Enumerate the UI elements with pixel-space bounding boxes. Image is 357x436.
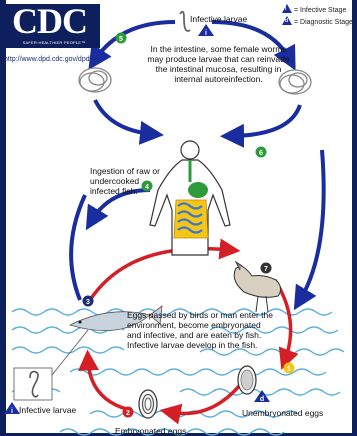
stage-marker-2: 2 (123, 407, 134, 418)
svg-text:d: d (260, 396, 264, 403)
label-intestine-autoinfection: In the intestine, some female worms may … (146, 44, 291, 84)
diagnostic-triangle-icon: d (282, 16, 292, 25)
stage-marker-5: 5 (116, 33, 127, 44)
svg-text:2: 2 (126, 410, 130, 417)
svg-text:6: 6 (259, 150, 263, 157)
stage-marker-3: 3 (83, 296, 94, 307)
legend-diagnostic-stage: d= Diagnostic Stage (282, 16, 353, 26)
label-embryonated-eggs: Embryonated eggs (115, 426, 186, 436)
embryonated-egg (139, 390, 157, 418)
legend-infective-stage: i= Infective Stage (282, 4, 346, 14)
stage-marker-1: 1 (284, 363, 295, 374)
svg-text:7: 7 (264, 266, 268, 273)
label-infective-larvae-bottom: Infective larvae (19, 405, 76, 415)
adult-worm-left (79, 68, 111, 92)
infective-larva-top (180, 12, 190, 31)
svg-text:3: 3 (86, 299, 90, 306)
label-eggs-passed: Eggs passed by birds or man enter the en… (127, 310, 277, 350)
label-infective-larvae-top: Infective larvae (190, 14, 247, 24)
svg-text:i: i (11, 408, 13, 415)
source-url: http://www.dpd.cdc.gov/dpdx (4, 56, 93, 63)
infective-stage-marker-bottom: i (4, 402, 20, 415)
svg-text:1: 1 (287, 366, 291, 373)
infective-stage-marker-top: i (198, 24, 214, 37)
unembryonated-egg (238, 366, 256, 394)
infective-triangle-icon: i (282, 4, 292, 13)
logo-text: CDC (12, 4, 96, 38)
stage-marker-6: 6 (256, 147, 267, 158)
label-ingestion: Ingestion of raw or undercooked infected… (90, 166, 160, 196)
logo-tagline: SAFER·HEALTHIER·PEOPLE™ (8, 40, 100, 45)
svg-text:i: i (205, 30, 207, 37)
svg-text:5: 5 (119, 36, 123, 43)
cdc-logo: CDC SAFER·HEALTHIER·PEOPLE™ (6, 4, 100, 48)
stage-marker-7: 7 (261, 263, 272, 274)
label-unembryonated-eggs: Unembryonated eggs (242, 408, 323, 418)
bird (234, 262, 280, 312)
diagnostic-stage-marker: d (254, 390, 270, 403)
